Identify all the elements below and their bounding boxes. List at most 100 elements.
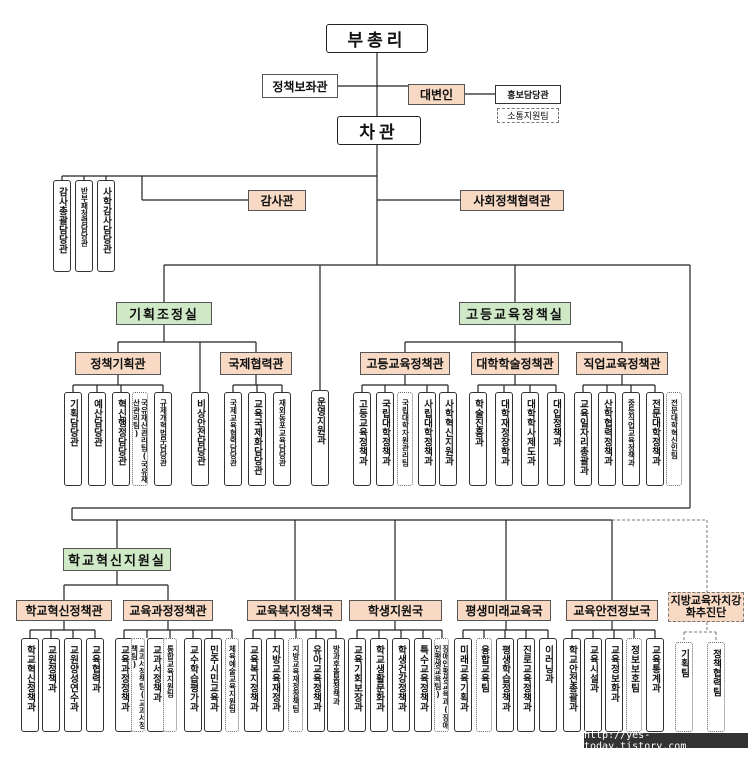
welfare-unit: 방과후돌봄정책과 — [327, 638, 345, 732]
social-policy-label: 사회정책협력관 — [473, 194, 551, 208]
lifelong-unit: 평생학습정책과 — [496, 638, 514, 732]
unit-label: 융합교육팀 — [478, 645, 490, 693]
safety-info-unit: 학교안전총괄과 — [563, 638, 581, 732]
innovation-unit: 학교혁신정책과 — [21, 638, 39, 732]
school-office-label: 학교혁신지원실 — [68, 554, 166, 569]
safety-info-unit: 교육시설과 — [584, 638, 602, 732]
student-unit: 학생건강정책과 — [392, 638, 410, 732]
bureau-label: 교육복지정책국 — [255, 604, 334, 618]
local-autonomy-box: 지방교육자치강화추진단 — [668, 592, 744, 622]
unit-label: 교육복지정책과 — [247, 645, 259, 712]
unit-label: 교원양성연수과 — [67, 645, 79, 712]
bureau-label: 대학학술정책관 — [476, 357, 554, 371]
student-unit: 교육기회보장과 — [348, 638, 366, 732]
higher-ed-bureau-box: 고등교육정책관 — [360, 352, 450, 375]
vice-pm-box: 부총리 — [326, 24, 428, 53]
unit-label: 교육과정정책과 — [118, 645, 130, 712]
unit-label: 학술진흥과 — [472, 399, 484, 447]
unit-label: 고등교육정책과 — [356, 399, 368, 466]
student-unit-dotted: 장애인평생교육과(장애인평생교육팀) — [434, 638, 449, 732]
planning-unit-dotted: 국유재산관리팀(국유재산관리팀) — [132, 392, 148, 486]
unit-label: 전문대학혁신인팀 — [670, 399, 679, 459]
audit-unit-1: 감사총괄담당관 — [53, 180, 71, 272]
student-unit: 학교생활문화과 — [370, 638, 388, 732]
higher-unit-dotted: 국립대학자원관리팀 — [397, 392, 413, 486]
unit-label: 방과후돌봄정책과 — [332, 645, 341, 705]
comm-team-label: 소통지원팀 — [507, 112, 549, 122]
local-unit: 기획팀 — [675, 642, 693, 732]
intl-unit: 재외동포교육담당관 — [273, 392, 291, 486]
bureau-label: 지방교육자치강화추진단 — [670, 594, 742, 619]
unit-label: 예산담당관 — [91, 399, 103, 447]
higher-ed-office-label: 고등교육정책실 — [466, 308, 564, 323]
spokesperson-label: 대변인 — [419, 88, 454, 102]
unit-label: 교과서정책과 — [150, 645, 162, 702]
audit-box: 감사관 — [248, 190, 306, 211]
unit-label: 학교생활문화과 — [373, 645, 385, 712]
higher-unit: 국립대학정책과 — [376, 392, 394, 486]
bureau-label: 교육과정정책관 — [129, 604, 207, 618]
unit-label: 사립대학정책과 — [421, 399, 433, 466]
safety-info-unit: 교육정보화과 — [605, 638, 623, 732]
unit-label: 국립대학정책과 — [379, 399, 391, 466]
unit-label: 비상안전담당관 — [194, 399, 206, 466]
unit-label: 대학재정장학과 — [498, 399, 510, 466]
school-office-box: 학교혁신지원실 — [63, 548, 171, 571]
unit-label: 교육국제화담당관 — [251, 399, 263, 475]
student-unit: 특수교육정책과 — [414, 638, 432, 732]
curriculum-unit-dotted: 체육예술교육지원팀 — [225, 638, 239, 732]
safety-info-unit-dotted: 정보보호팀 — [626, 638, 642, 732]
higher-unit: 고등교육정책과 — [353, 392, 371, 486]
social-policy-box: 사회정책협력관 — [460, 190, 564, 211]
policy-planning-label: 정책기획관 — [90, 357, 146, 371]
unit-label: 국유재산관리팀(국유재산관리팀) — [132, 399, 148, 483]
audit-unit-label: 반부패청렴담당관 — [80, 187, 89, 247]
curriculum-unit-dotted: 통합교육지원팀 — [163, 638, 177, 732]
unit-label: 기획담당관 — [67, 399, 79, 447]
welfare-bureau-box: 교육복지정책국 — [247, 600, 342, 621]
unit-label: 학교안전총괄과 — [566, 645, 578, 712]
innovation-unit: 교원양성연수과 — [64, 638, 82, 732]
comm-team-box: 소통지원팀 — [497, 108, 559, 123]
innovation-unit: 교육협력과 — [86, 638, 104, 732]
academic-unit: 학술진흥과 — [469, 392, 487, 486]
intl-coop-box: 국제협력관 — [220, 352, 292, 375]
lifelong-unit: 미래교육기획과 — [454, 638, 472, 732]
bureau-label: 직업교육정책관 — [583, 357, 661, 371]
unit-label: 산학협력정책과 — [601, 399, 613, 466]
unit-label: 대입정책과 — [550, 399, 562, 447]
pr-officer-box: 홍보담당관 — [495, 85, 561, 104]
unit-label: 교육정보화과 — [608, 645, 620, 702]
academic-unit: 대입정책과 — [547, 392, 565, 486]
vocational-bureau-box: 직업교육정책관 — [576, 352, 668, 375]
unit-label: 교원정책과 — [45, 645, 57, 693]
bureau-label: 학교혁신정책관 — [25, 604, 103, 618]
student-bureau-box: 학생지원국 — [349, 600, 442, 621]
unit-label: 정책협력팀 — [710, 649, 722, 697]
unit-label: 대학학사제도과 — [524, 399, 536, 466]
audit-label: 감사관 — [260, 194, 294, 208]
unit-label: 규제개혁법무담당관 — [159, 399, 168, 467]
higher-ed-office-box: 고등교육정책실 — [459, 302, 571, 325]
unit-label: 미래교육기획과 — [457, 645, 469, 712]
unit-label: 정보보호팀 — [628, 645, 640, 693]
safety-unit: 비상안전담당관 — [191, 392, 209, 486]
lifelong-unit: 이러닝과 — [539, 638, 557, 732]
vice-pm-label: 부총리 — [347, 31, 407, 51]
vocational-unit-dotted: 전문대학혁신인팀 — [666, 392, 682, 486]
unit-label: 재외동포교육담당관 — [278, 399, 287, 467]
welfare-unit: 교육복지정책과 — [244, 638, 262, 732]
lifelong-unit-dotted: 융합교육팀 — [476, 638, 492, 732]
unit-label: 전문대학정책과 — [649, 399, 661, 466]
lifelong-unit: 진로교육정책과 — [517, 638, 535, 732]
vocational-unit: 전문대학정책과 — [646, 392, 664, 486]
academic-unit: 대학재정장학과 — [495, 392, 513, 486]
bureau-label: 교육안전정보국 — [573, 604, 651, 618]
unit-label: 국립대학자원관리팀 — [401, 399, 410, 467]
lifelong-bureau-box: 평생미래교육국 — [457, 600, 551, 621]
academic-bureau-box: 대학학술정책관 — [471, 352, 559, 375]
policy-aide-label: 정책보좌관 — [272, 79, 328, 94]
audit-unit-2: 반부패청렴담당관 — [75, 180, 93, 272]
local-unit: 정책협력팀 — [707, 642, 725, 732]
